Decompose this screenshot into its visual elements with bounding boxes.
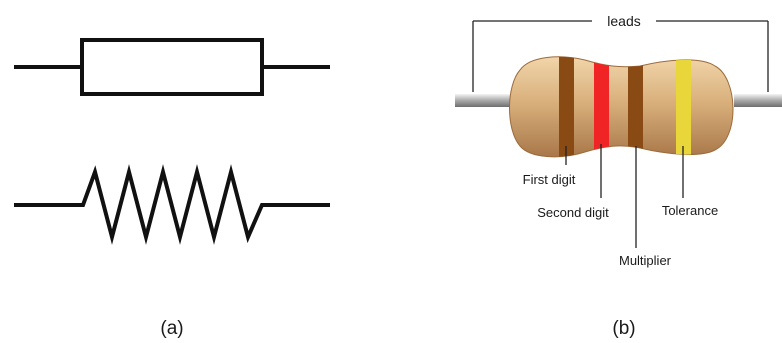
second-digit-label: Second digit	[537, 205, 609, 220]
multiplier-label: Multiplier	[619, 253, 672, 268]
right-lead-wire	[734, 94, 782, 107]
resistor-body	[509, 56, 734, 158]
first-digit-label: First digit	[523, 172, 576, 187]
zigzag-resistor-symbol	[14, 164, 330, 245]
band-multiplier	[628, 56, 643, 157]
left-lead-wire	[455, 94, 519, 107]
panel-a-caption: (a)	[160, 318, 183, 339]
band-second-digit	[594, 56, 609, 157]
rectangle-resistor-symbol	[14, 38, 330, 96]
leads-label: leads	[607, 13, 640, 29]
panel-b-caption: (b)	[612, 318, 635, 339]
band-first-digit	[559, 56, 574, 157]
tolerance-label: Tolerance	[662, 203, 718, 218]
leads-bracket	[472, 20, 769, 92]
band-tolerance	[676, 56, 691, 157]
